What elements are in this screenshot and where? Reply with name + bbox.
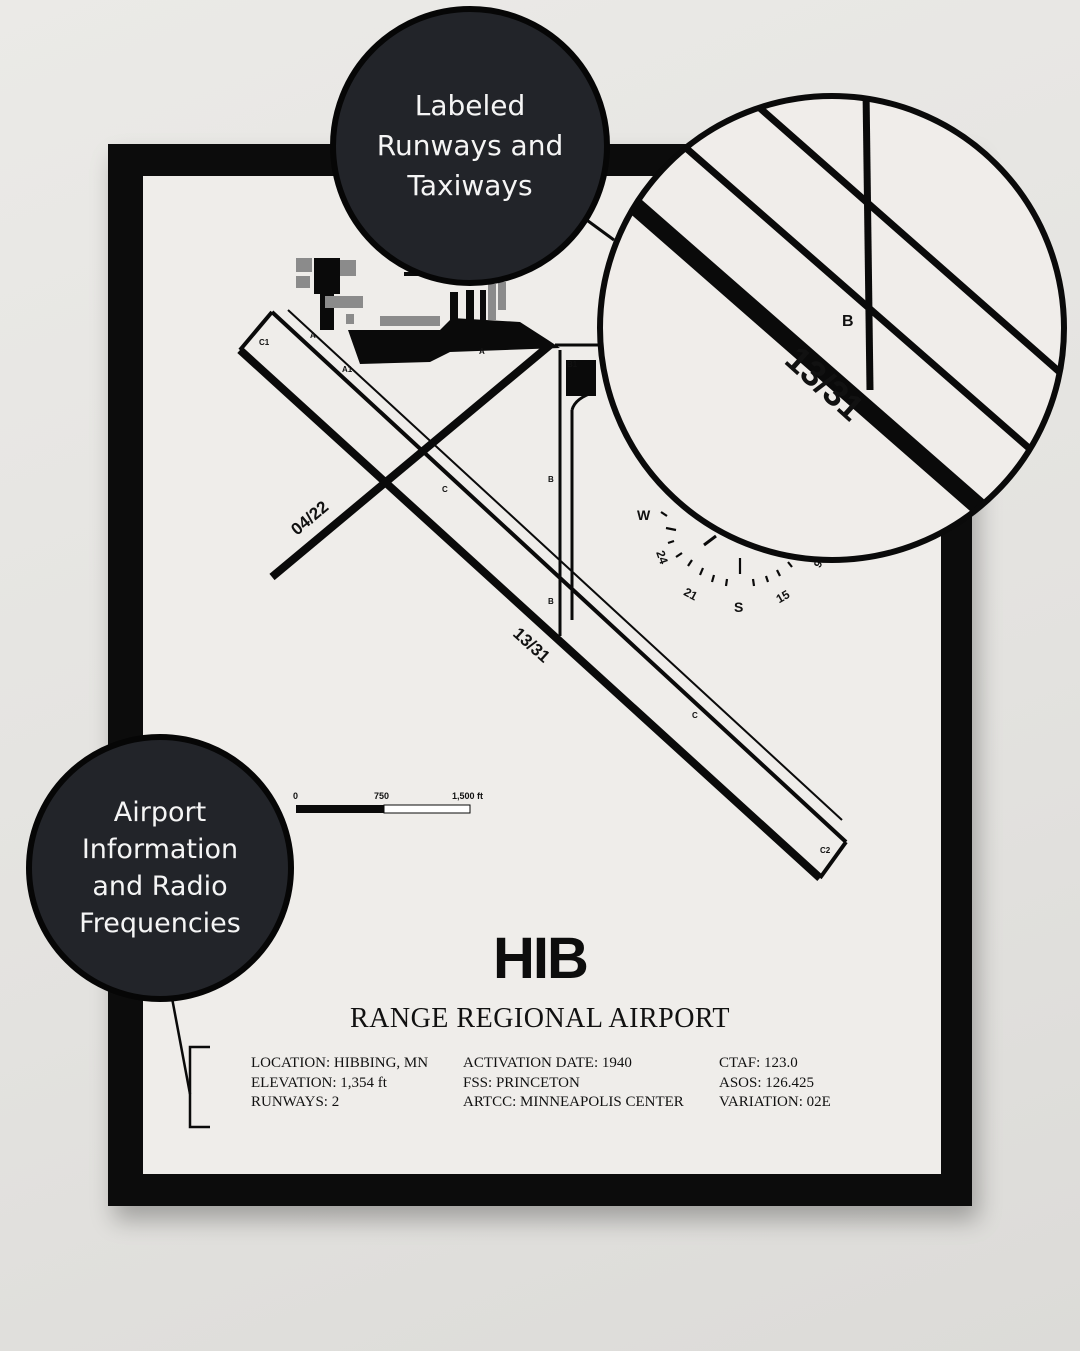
taxiway-b — [555, 343, 600, 636]
info-column-2: ACTIVATION DATE: 1940 FSS: PRINCETON ART… — [463, 1054, 684, 1113]
callout-airport-info: Airport Information and Radio Frequencie… — [26, 734, 294, 1002]
scale-label-0: 0 — [293, 791, 298, 801]
info-bracket — [170, 997, 210, 1129]
zoom-magnifier: B 13/31 — [597, 93, 1067, 563]
zoom-taxiway-c-edge — [691, 96, 1064, 423]
runway-13-31 — [237, 309, 848, 881]
info-runways: RUNWAYS: 2 — [251, 1094, 340, 1110]
info-elevation: ELEVATION: 1,354 ft — [251, 1074, 387, 1091]
taxiway-label-b: B — [548, 475, 554, 484]
callout-runways-line-1: Labeled — [414, 89, 526, 122]
info-ctaf: CTAF: 123.0 — [719, 1055, 798, 1071]
airport-code: HIB — [493, 926, 589, 991]
scale-bar — [296, 804, 471, 814]
compass-rose — [660, 511, 793, 587]
info-fss: FSS: PRINCETON — [463, 1074, 580, 1091]
callout-info-line-3: and Radio — [92, 871, 228, 902]
info-activation: ACTIVATION DATE: 1940 — [463, 1055, 632, 1071]
taxiway-label-a-2: A — [479, 347, 485, 356]
info-column-1: LOCATION: HIBBING, MN ELEVATION: 1,354 f… — [251, 1054, 428, 1113]
callout-runways-line-3: Taxiways — [407, 169, 533, 202]
info-asos: ASOS: 126.425 — [719, 1074, 815, 1091]
taxiway-label-c-2: C — [692, 711, 698, 720]
taxiway-label-c2: C2 — [820, 846, 831, 855]
zoom-runway-13-31 — [600, 163, 1000, 527]
taxiway-label-b1: B1 — [567, 360, 578, 369]
runway-04-22 — [269, 341, 553, 581]
zoom-runway-edge — [651, 117, 1057, 473]
compass-west: W — [637, 507, 651, 523]
info-column-3: CTAF: 123.0 ASOS: 126.425 VARIATION: 02E — [719, 1054, 831, 1113]
compass-24: 24 — [653, 549, 671, 567]
scale-label-1500: 1,500 ft — [452, 791, 483, 801]
info-artcc: ARTCC: MINNEAPOLIS CENTER — [463, 1094, 684, 1110]
buildings — [296, 258, 506, 326]
callout-info-line-2: Information — [81, 834, 239, 865]
zoom-taxiway-label: B — [842, 313, 854, 330]
info-variation: VARIATION: 02E — [719, 1094, 831, 1110]
zoom-taxiway-b — [862, 96, 874, 391]
taxiway-label-c: C — [442, 485, 448, 494]
taxiway-label-a: A — [310, 331, 316, 340]
callout-info-line-1: Airport — [113, 797, 207, 828]
taxiway-label-a1: A1 — [342, 365, 353, 374]
compass-21: 21 — [681, 585, 700, 604]
callout-runways-line-2: Runways and — [376, 129, 564, 162]
scale-label-750: 750 — [374, 791, 389, 801]
compass-15: 15 — [774, 587, 793, 606]
taxiway-label-b-2: B — [548, 597, 554, 606]
taxiway-label-c1: C1 — [259, 338, 270, 347]
compass-south: S — [734, 599, 743, 615]
compass-9: 9 — [812, 559, 825, 570]
runway-edge-upper — [583, 216, 615, 242]
airport-name: RANGE REGIONAL AIRPORT — [349, 1003, 731, 1034]
callout-runways: Labeled Runways and Taxiways — [330, 6, 610, 286]
info-location: LOCATION: HIBBING, MN — [251, 1055, 429, 1071]
apron — [314, 258, 596, 396]
callout-info-line-4: Frequencies — [79, 908, 241, 939]
